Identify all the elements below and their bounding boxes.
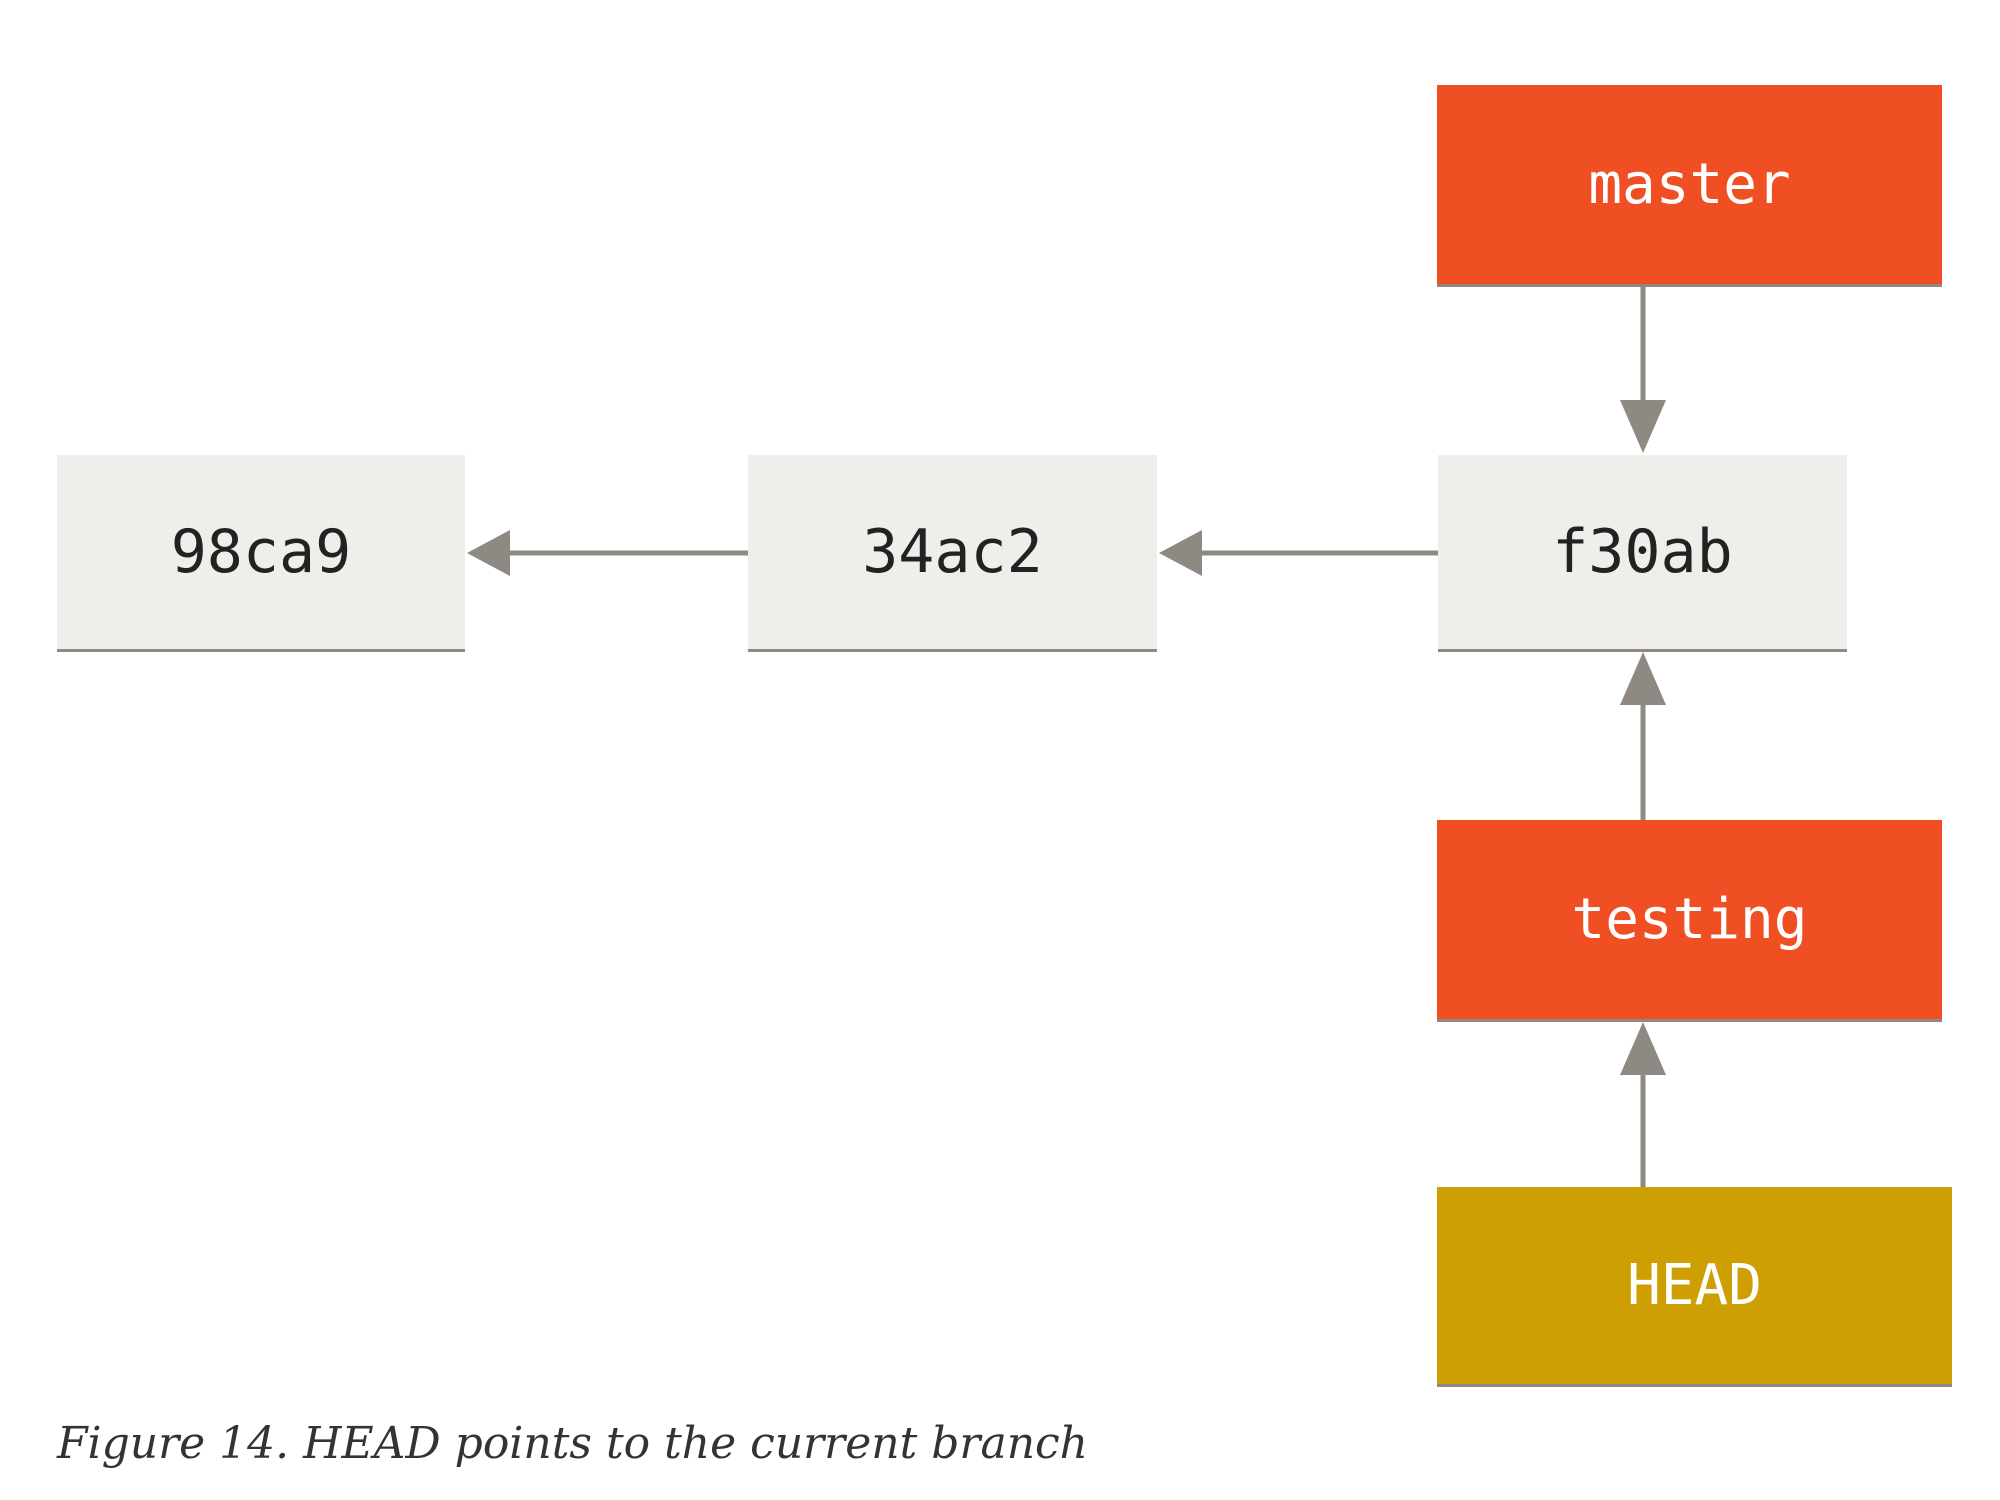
commit-label: f30ab [1552,517,1733,587]
branch-label-testing: testing [1571,887,1808,952]
arrow-head-to-testing [1620,1022,1666,1187]
branch-master: master [1437,85,1942,287]
commit-34ac2: 34ac2 [748,455,1157,652]
figure-caption: Figure 14. HEAD points to the current br… [57,1418,1089,1469]
arrow-testing-to-f30ab [1620,652,1666,820]
branch-label-master: master [1588,152,1791,217]
branch-testing: testing [1437,820,1942,1022]
arrow-master-to-f30ab [1620,287,1666,453]
commit-label: 34ac2 [862,517,1043,587]
commit-label: 98ca9 [170,517,352,587]
arrow-f30ab-to-34ac2 [1159,530,1438,576]
head-label: HEAD [1627,1253,1762,1318]
commit-f30ab: f30ab [1438,455,1847,652]
head-pointer: HEAD [1437,1187,1952,1387]
commit-98ca9: 98ca9 [57,455,465,652]
arrow-34ac2-to-98ca9 [467,530,748,576]
